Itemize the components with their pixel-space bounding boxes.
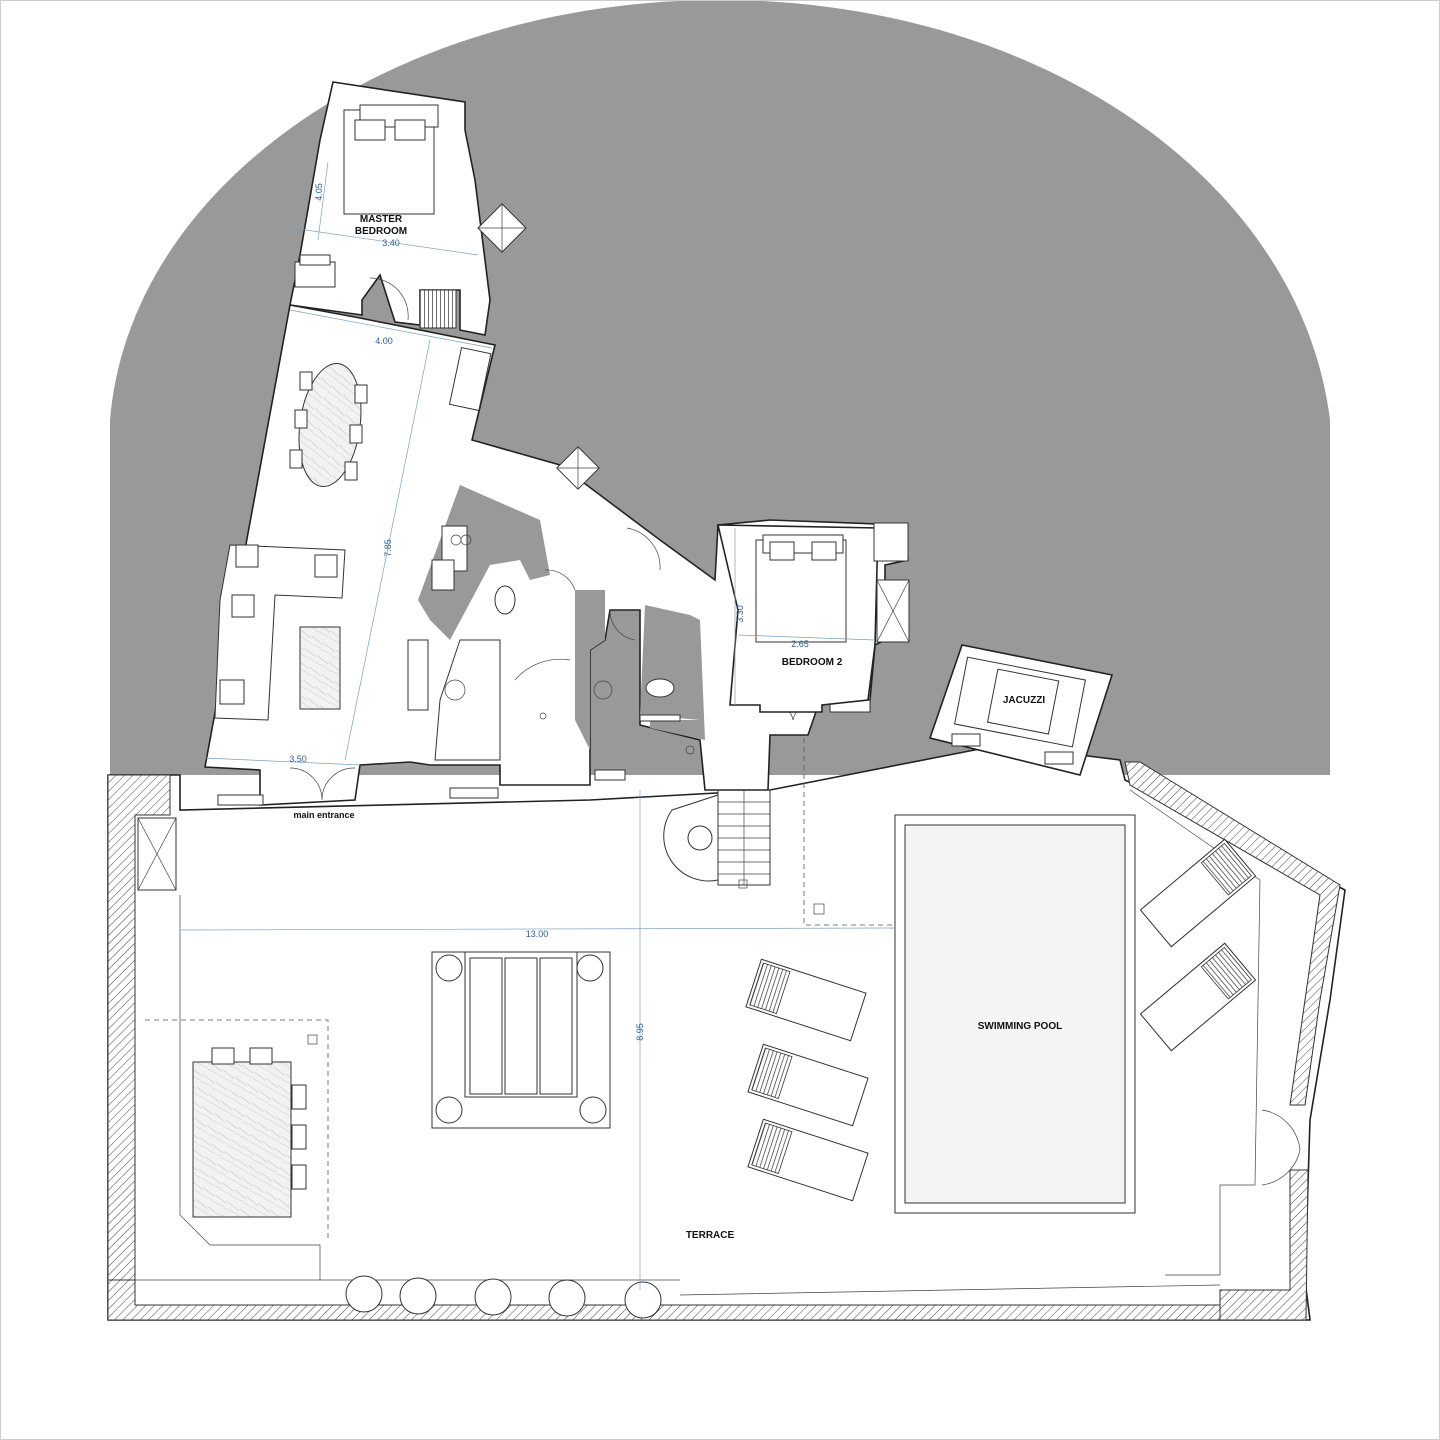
terrace-label: TERRACE [686,1230,735,1241]
terrace-right-wall-lower [1219,1169,1309,1321]
dim-living-top: 4.00 [375,336,393,346]
dim-terrace-width: 13.00 [526,929,549,939]
terrace-stair [717,789,771,889]
outdoor-dining-table [192,1061,292,1218]
spiral-stair [663,794,719,882]
swimming-pool-label: SWIMMING POOL [978,1021,1062,1032]
bedroom-2-label: BEDROOM 2 [782,657,843,668]
dim-bedroom2-width: 2.65 [791,639,809,649]
dim-master-depth: 4.05 [314,183,324,201]
dim-terrace-depth: 8.95 [635,1023,645,1041]
sun-loungers-right [1139,838,1257,1052]
main-entrance-label: main entrance [293,810,354,820]
dim-living-bottom: 3.50 [289,754,307,764]
planters [345,1275,662,1319]
master-bedroom-label-2: BEDROOM [355,226,407,237]
outdoor-lounge [431,951,611,1129]
dim-living-length: 7.85 [383,539,393,557]
dimension-lines [179,161,896,1290]
dining-table [289,362,368,488]
dim-master-width: 3.40 [382,238,400,248]
outdoor-chairs [211,1047,307,1190]
jacuzzi-label: JACUZZI [1003,695,1045,706]
coffee-table [299,626,341,710]
sofa [214,544,346,721]
sun-loungers-left [745,958,869,1202]
dim-bedroom2-depth: 3.30 [735,605,745,623]
master-bedroom-label-1: MASTER [360,214,403,225]
